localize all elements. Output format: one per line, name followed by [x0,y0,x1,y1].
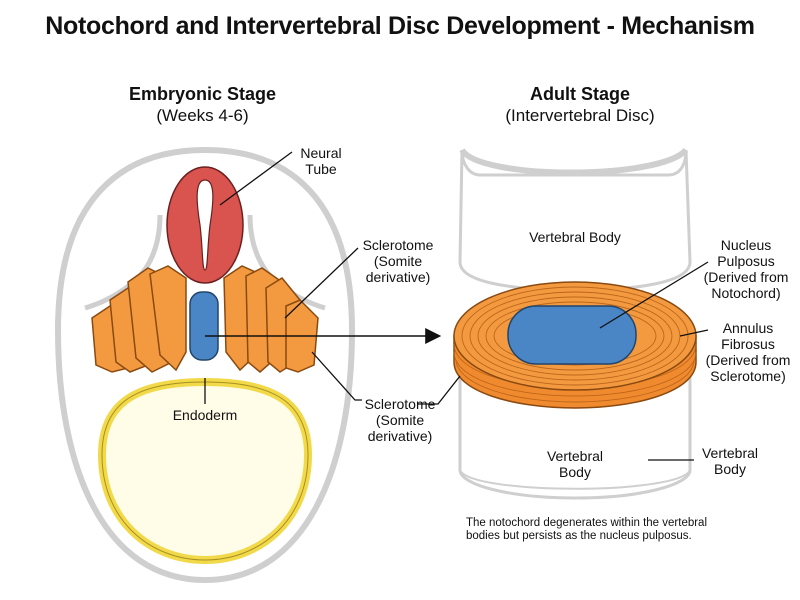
sclerotome-right [223,265,319,373]
neural-tube-label: Neural Tube [300,145,342,177]
annulus-fibrosus-label: Annulus Fibrosus (Derived from Sclerotom… [705,320,791,384]
annulus-leader [679,329,709,337]
notochord [189,291,219,361]
sclerotome-upper-leader [284,247,359,319]
adult-stage-title: Adult Stage [529,84,630,104]
sclerotome-lower-leader [311,351,362,401]
adult-spine [453,147,697,500]
nucleus-leader [599,261,709,329]
vertebral-body-top-label: Vertebral Body [529,229,621,245]
sclerotome-upper-label: Sclerotome (Somite derivative) [362,237,434,285]
upper-vertebral-body [458,149,692,292]
nucleus-pulposus [507,305,637,365]
neural-tube-leader [219,151,293,206]
nucleus-pulposus-label: Nucleus Pulposus (Derived from Notochord… [703,237,789,301]
vertebral-body-bottom-label: Vertebral Body [546,448,604,480]
neural-tube [166,166,244,284]
sclerotome-left [91,265,187,373]
vertebral-body-side-label: Vertebral Body [701,445,759,477]
embryo-cross-section [54,146,356,584]
disc-lower-leader [418,375,461,405]
endoderm-label: Endoderm [172,407,238,423]
sclerotome-lower-label: Sclerotome (Somite derivative) [364,396,436,444]
adult-stage-subtitle: (Intervertebral Disc) [505,106,655,125]
embryonic-stage-title: Embryonic Stage [128,84,277,104]
adult-caption: The notochord degenerates within the ver… [466,517,708,542]
embryonic-stage-subtitle: (Weeks 4-6) [156,106,249,125]
page-title: Notochord and Intervertebral Disc Develo… [45,12,755,40]
